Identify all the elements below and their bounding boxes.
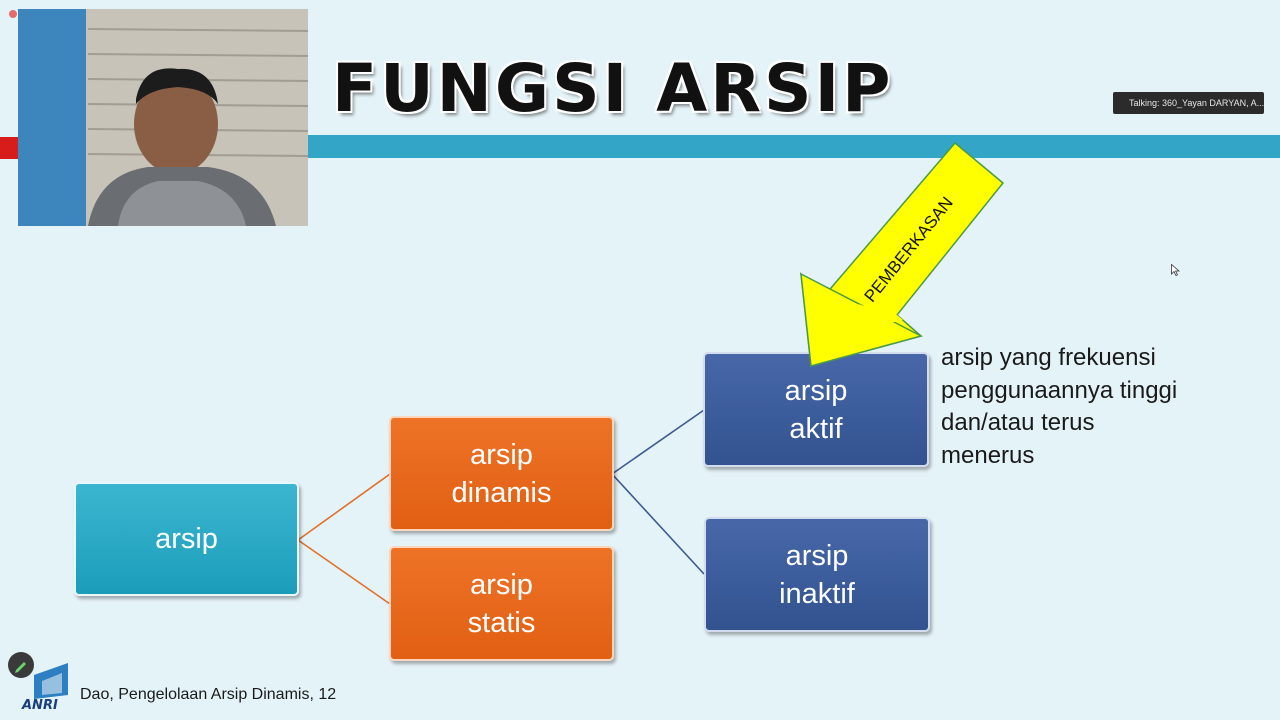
node-arsip-aktif: arsip aktif [703, 352, 929, 467]
title-accent-red [0, 137, 20, 159]
node-arsip: arsip [74, 482, 299, 596]
arrow-tip-fill [820, 295, 903, 340]
slide-footer: Dao, Pengelolaan Arsip Dinamis, 12 [80, 686, 337, 703]
connector-root-dinamis [297, 473, 391, 541]
node-arsip-inaktif: arsip inaktif [704, 517, 930, 632]
aktif-description: arsip yang frekuensi penggunaannya tingg… [941, 342, 1231, 472]
node-dinamis-line2: dinamis [451, 476, 552, 509]
connector-dinamis-aktif [611, 409, 705, 475]
node-arsip-statis: arsip statis [389, 546, 614, 661]
node-inaktif-line1: arsip [785, 539, 849, 572]
desc-line1: arsip yang frekuensi [941, 344, 1156, 371]
speaker-video-frame [18, 9, 308, 226]
speaker-video[interactable] [18, 9, 308, 226]
node-inaktif-line2: inaktif [779, 577, 855, 610]
node-statis-line2: statis [467, 606, 536, 639]
anri-logo: ANRI [21, 663, 68, 711]
title-accent-blue [300, 135, 1280, 158]
node-dinamis-line1: arsip [470, 438, 533, 471]
recording-dot-icon [9, 10, 17, 18]
slide-title: FUNGSI ARSIP [332, 50, 894, 127]
desc-line3: dan/atau terus [941, 409, 1095, 436]
node-arsip-label: arsip [155, 523, 218, 555]
connector-root-statis [297, 539, 391, 605]
svg-text:ANRI: ANRI [21, 698, 58, 711]
desc-line2: penggunaannya tinggi [941, 376, 1178, 404]
node-arsip-dinamis: arsip dinamis [389, 416, 614, 531]
node-aktif-line1: arsip [784, 374, 848, 407]
desc-line4: menerus [941, 441, 1035, 469]
pencil-icon[interactable] [8, 652, 34, 678]
pemberkasan-label: PEMBERKASAN [861, 193, 957, 306]
talking-indicator: Talking: 360_Yayan DARYAN, A... [1113, 92, 1264, 114]
pemberkasan-arrow: PEMBERKASAN [800, 141, 1005, 367]
node-aktif-line2: aktif [789, 412, 843, 445]
node-statis-line1: arsip [470, 568, 533, 601]
mouse-cursor-icon [1171, 264, 1180, 276]
connector-dinamis-inaktif [611, 473, 705, 575]
